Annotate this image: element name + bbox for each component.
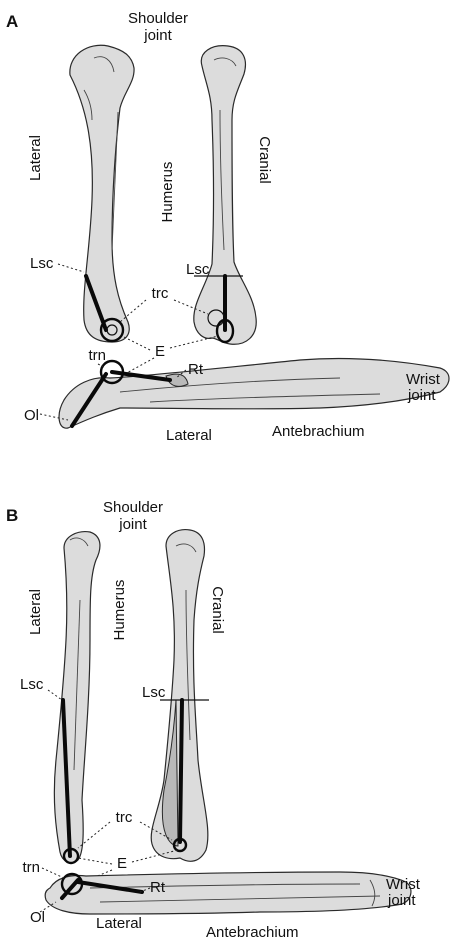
panel-b-rt-label: Rt [150,879,166,896]
panel-a-antebrachium [59,358,449,428]
panel-a-lsc-right-label: Lsc [186,261,210,278]
panel-b-wrist-joint-label: joint [387,892,416,909]
panel-a: A Shoulder joint Lateral Humerus Cranial… [6,10,449,444]
panel-a-cranial-view-label: Cranial [256,136,273,184]
panel-b-ol-label: Ol [30,909,45,926]
panel-a-lsc-left-label: Lsc [30,255,54,272]
panel-a-cranial-humerus [194,46,256,345]
panel-a-shoulder-label: Shoulder [128,10,188,27]
panel-b-joint-label: joint [118,516,147,533]
panel-b-lsc-left-label: Lsc [20,676,44,693]
panel-a-wrist-joint-label: joint [407,387,436,404]
panel-b-lsc-right-label: Lsc [142,684,166,701]
panel-a-letter: A [6,12,18,31]
panel-b-antebrachium-label: Antebrachium [206,924,299,940]
panel-a-trc-label: trc [152,285,169,302]
panel-b-lateral-view-label: Lateral [27,589,44,635]
panel-b-letter: B [6,506,18,525]
panel-b-forearm-view-label: Lateral [96,915,142,932]
panel-b-shoulder-label: Shoulder [103,499,163,516]
panel-b-trn-label: trn [22,859,40,876]
panel-a-lateral-view-label: Lateral [27,135,44,181]
panel-b: B Shoulder joint Lateral Humerus Cranial… [6,499,421,940]
panel-b-elbow-label: E [117,855,127,872]
panel-b-trc-label: trc [116,809,133,826]
panel-a-rt-label: Rt [188,361,204,378]
panel-a-elbow-label: E [155,343,165,360]
panel-a-wrist-label: Wrist [406,371,441,388]
panel-a-antebrachium-label: Antebrachium [272,423,365,440]
panel-b-antebrachium [45,872,411,914]
panel-a-ol-label: Ol [24,407,39,424]
panel-a-humerus-label: Humerus [159,162,176,223]
panel-a-forearm-view-label: Lateral [166,427,212,444]
panel-a-lateral-humerus [70,45,134,342]
panel-a-joint-label: joint [143,27,172,44]
panel-b-humerus-label: Humerus [111,580,128,641]
panel-a-trn-label: trn [88,347,106,364]
panel-b-lateral-humerus [54,532,100,863]
panel-b-wrist-label: Wrist [386,876,421,893]
panel-b-cranial-view-label: Cranial [209,586,226,634]
